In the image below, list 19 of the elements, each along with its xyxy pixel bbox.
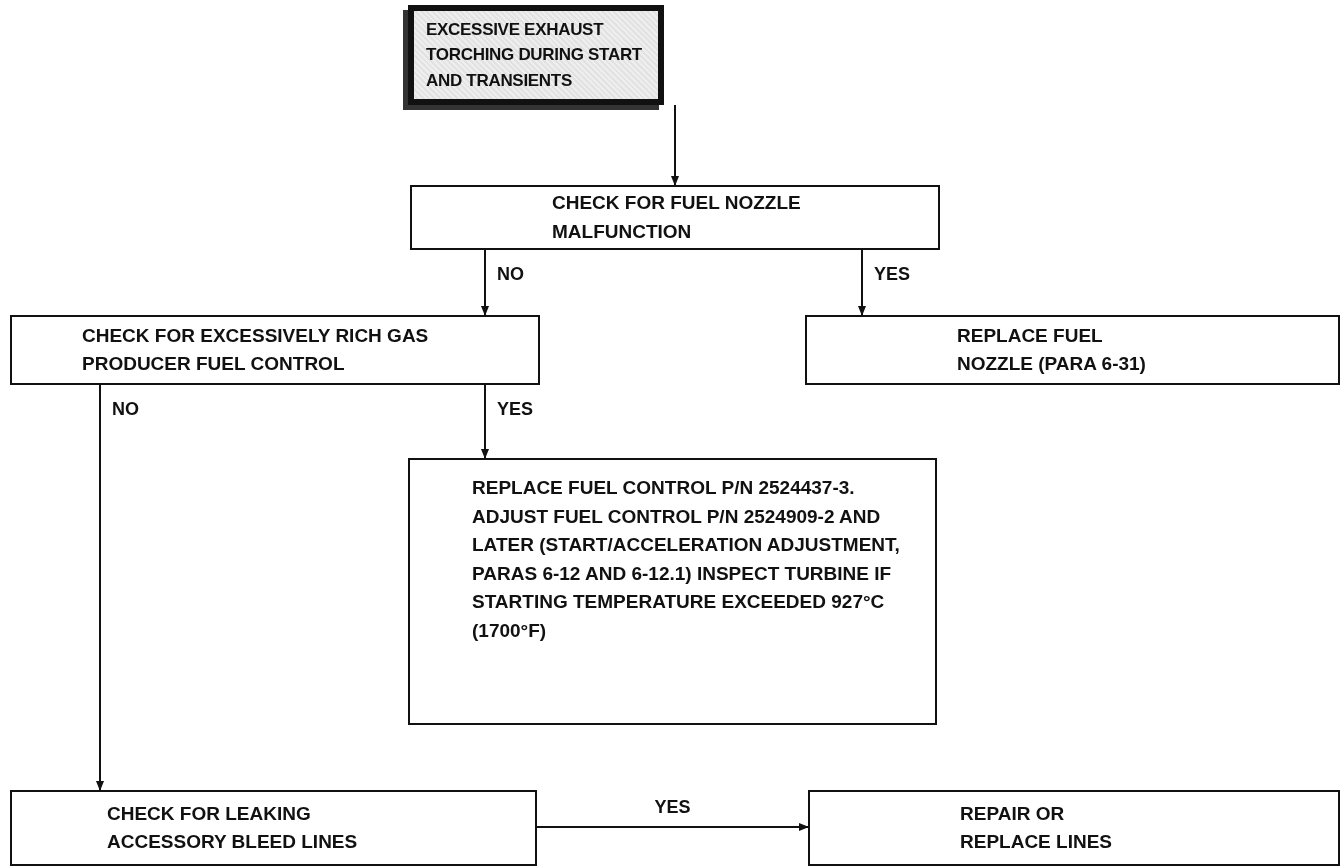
arrow — [858, 249, 866, 316]
arrow — [671, 104, 679, 186]
node-text: EXCESSIVE EXHAUST TORCHING DURING START AND TRANSIENTS — [426, 18, 643, 92]
node-text: CHECK FOR FUEL NOZZLE MALFUNCTION — [552, 191, 802, 244]
process-box — [410, 185, 940, 250]
arrow — [96, 384, 104, 791]
node-text: CHECK FOR EXCESSIVELY RICH GAS PRODUCER FUEL CONTROL — [82, 323, 430, 376]
process-box — [408, 458, 937, 725]
node-text: REPLACE FUEL CONTROL P/N 2524437-3. ADJUST FUEL CONTROL P/N 2524909-2 AND LATER (START/ACCELERATION ADJUSTMENT, PARAS 6-12 AND 6-12.1) INSPECT TURBINE IF STARTING TEMPERATURE EXCEEDED 927°C (1700°F) — [472, 476, 901, 643]
arrow — [481, 249, 489, 316]
process-box — [808, 790, 1340, 866]
process-box — [805, 315, 1340, 385]
arrow — [536, 823, 809, 831]
arrow — [481, 384, 489, 459]
node-text: REPAIR OR REPLACE LINES — [960, 801, 1114, 854]
node-text: CHECK FOR LEAKING ACCESSORY BLEED LINES — [107, 801, 359, 854]
node-text: REPLACE FUEL NOZZLE (PARA 6-31) — [957, 323, 1147, 376]
process-box — [10, 315, 540, 385]
process-box — [10, 790, 537, 866]
